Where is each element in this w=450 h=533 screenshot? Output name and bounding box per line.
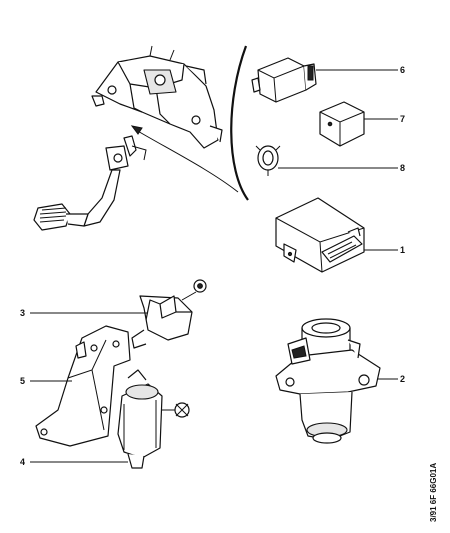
callout-7: 7	[400, 114, 405, 124]
callout-5: 5	[20, 376, 25, 386]
pedal-bracket-assembly	[91, 45, 223, 149]
callout-1: 1	[400, 245, 405, 255]
grommet-part-8: 8	[255, 145, 405, 176]
brake-pedal	[33, 135, 147, 231]
callout-3: 3	[20, 308, 25, 318]
callout-2: 2	[400, 374, 405, 384]
callout-4: 4	[20, 457, 25, 467]
switch-part-6: 6	[251, 57, 405, 103]
group-separator-curve	[230, 45, 249, 201]
valve-unit-part-2: 2	[275, 318, 405, 444]
control-unit-part-1: 1	[275, 197, 405, 273]
sensor-part-4: 4	[20, 369, 190, 469]
callout-6: 6	[400, 65, 405, 75]
callout-8: 8	[400, 163, 405, 173]
location-arrow	[130, 125, 239, 193]
valve-part-3: 3	[20, 279, 207, 349]
bracket-part-5: 5	[20, 325, 131, 447]
relay-part-7: 7	[319, 101, 405, 147]
reference-code: 3/91 6F 66G01A	[429, 463, 438, 522]
